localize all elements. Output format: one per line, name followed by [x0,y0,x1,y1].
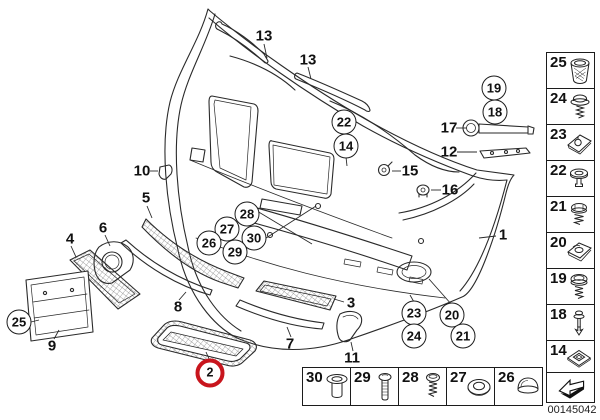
bottom-part-29-label: 29 [354,369,371,386]
callout-24[interactable]: 24 [401,323,427,349]
tapping-screw-icon [571,203,587,225]
sidebar-part-20[interactable]: 20 [546,232,595,269]
callout-15[interactable]: 15 [401,162,419,180]
cover-cap-icon [517,377,539,394]
sidebar-part-18[interactable]: 18 [546,304,595,341]
screw-with-washer-icon [570,94,590,119]
license-plate-filler-9-part [25,270,94,342]
callout-9[interactable]: 9 [47,337,57,355]
sidebar-next-page[interactable] [546,372,595,403]
callout-8[interactable]: 8 [173,298,183,316]
callout-1[interactable]: 1 [498,226,508,244]
trim-strip-7-part [235,299,325,330]
expanding-pin-icon [573,310,585,336]
grommet-icon [566,349,592,368]
callout-7[interactable]: 7 [285,335,295,353]
bumper-cover-part [164,8,515,350]
catalog-number: 00145042 [547,404,597,416]
plastic-rivet-icon [570,168,588,187]
sidebar-part-14[interactable]: 14 [546,340,595,374]
callout-16[interactable]: 16 [441,181,459,199]
clip-15-part [377,161,393,177]
sidebar-part-25[interactable]: 25 [546,52,595,89]
callout-22[interactable]: 22 [331,109,357,135]
bottom-part-28-label: 28 [402,369,419,386]
round-head-screw-icon [570,274,588,299]
sidebar-part-24-label: 24 [550,90,567,107]
sidebar-part-24[interactable]: 24 [546,88,595,125]
bottom-part-26-label: 26 [498,369,515,386]
bottom-part-28[interactable]: 28 [398,367,447,406]
callout-13-right[interactable]: 13 [299,51,317,69]
callout-20[interactable]: 20 [439,302,465,328]
bottom-part-30-label: 30 [306,369,323,386]
pan-head-screw-icon [426,373,440,397]
bracket-11-part [336,310,363,343]
callout-26[interactable]: 26 [196,230,222,256]
sidebar-part-18-label: 18 [550,306,567,323]
callout-6[interactable]: 6 [98,219,108,237]
sidebar-part-25-label: 25 [550,54,567,71]
callout-4[interactable]: 4 [65,230,75,248]
callout-17[interactable]: 17 [440,119,458,137]
sidebar-part-21[interactable]: 21 [546,196,595,233]
callout-13-left[interactable]: 13 [255,27,273,45]
clip-16-part [416,184,430,198]
grille-3-part [255,280,337,311]
sidebar-part-19-label: 19 [550,270,567,287]
body-nut-clip-icon [567,242,592,262]
trim-strip-8-part [120,239,213,296]
long-screw-icon [378,373,392,401]
sidebar-part-19[interactable]: 19 [546,268,595,305]
trim-strip-13-parts [215,21,371,113]
callout-25[interactable]: 25 [6,309,32,335]
callout-29[interactable]: 29 [222,239,248,265]
callout-3[interactable]: 3 [346,294,356,312]
sidebar-part-21-label: 21 [550,198,567,215]
expansion-plug-icon [570,58,590,85]
callout-21[interactable]: 21 [450,323,476,349]
bottom-part-27[interactable]: 27 [446,367,495,406]
callout-23[interactable]: 23 [401,300,427,326]
sidebar-part-22[interactable]: 22 [546,160,595,197]
page-turn-arrow-icon [558,378,585,399]
callout-2-highlighted[interactable]: 2 [195,358,225,388]
bottom-part-30[interactable]: 30 [302,367,351,406]
callout-28[interactable]: 28 [234,201,260,227]
callout-18[interactable]: 18 [482,99,508,125]
callout-19[interactable]: 19 [481,75,507,101]
callout-12[interactable]: 12 [440,143,458,161]
sidebar-part-14-label: 14 [550,342,567,359]
bottom-part-27-label: 27 [450,369,467,386]
washer-icon [467,379,491,396]
bottom-part-26[interactable]: 26 [494,367,543,406]
grille-4-part [69,249,141,310]
support-bracket-12-part [479,147,531,159]
callout-11[interactable]: 11 [344,349,360,367]
tow-hook-cap-10-part [158,164,173,180]
sidebar-part-23-label: 23 [550,126,567,143]
callout-14[interactable]: 14 [333,133,359,159]
bottom-part-29[interactable]: 29 [350,367,399,406]
center-grille-2-part [150,320,257,367]
clip-nut-icon [567,134,592,155]
callout-10[interactable]: 10 [133,162,151,180]
sidebar-part-23[interactable]: 23 [546,124,595,161]
sidebar-part-22-label: 22 [550,162,567,179]
grille-5-part [141,218,245,289]
callout-5[interactable]: 5 [141,189,151,207]
sidebar-part-20-label: 20 [550,234,567,251]
leader-lines [30,43,497,362]
sleeve-bushing-icon [326,374,348,399]
